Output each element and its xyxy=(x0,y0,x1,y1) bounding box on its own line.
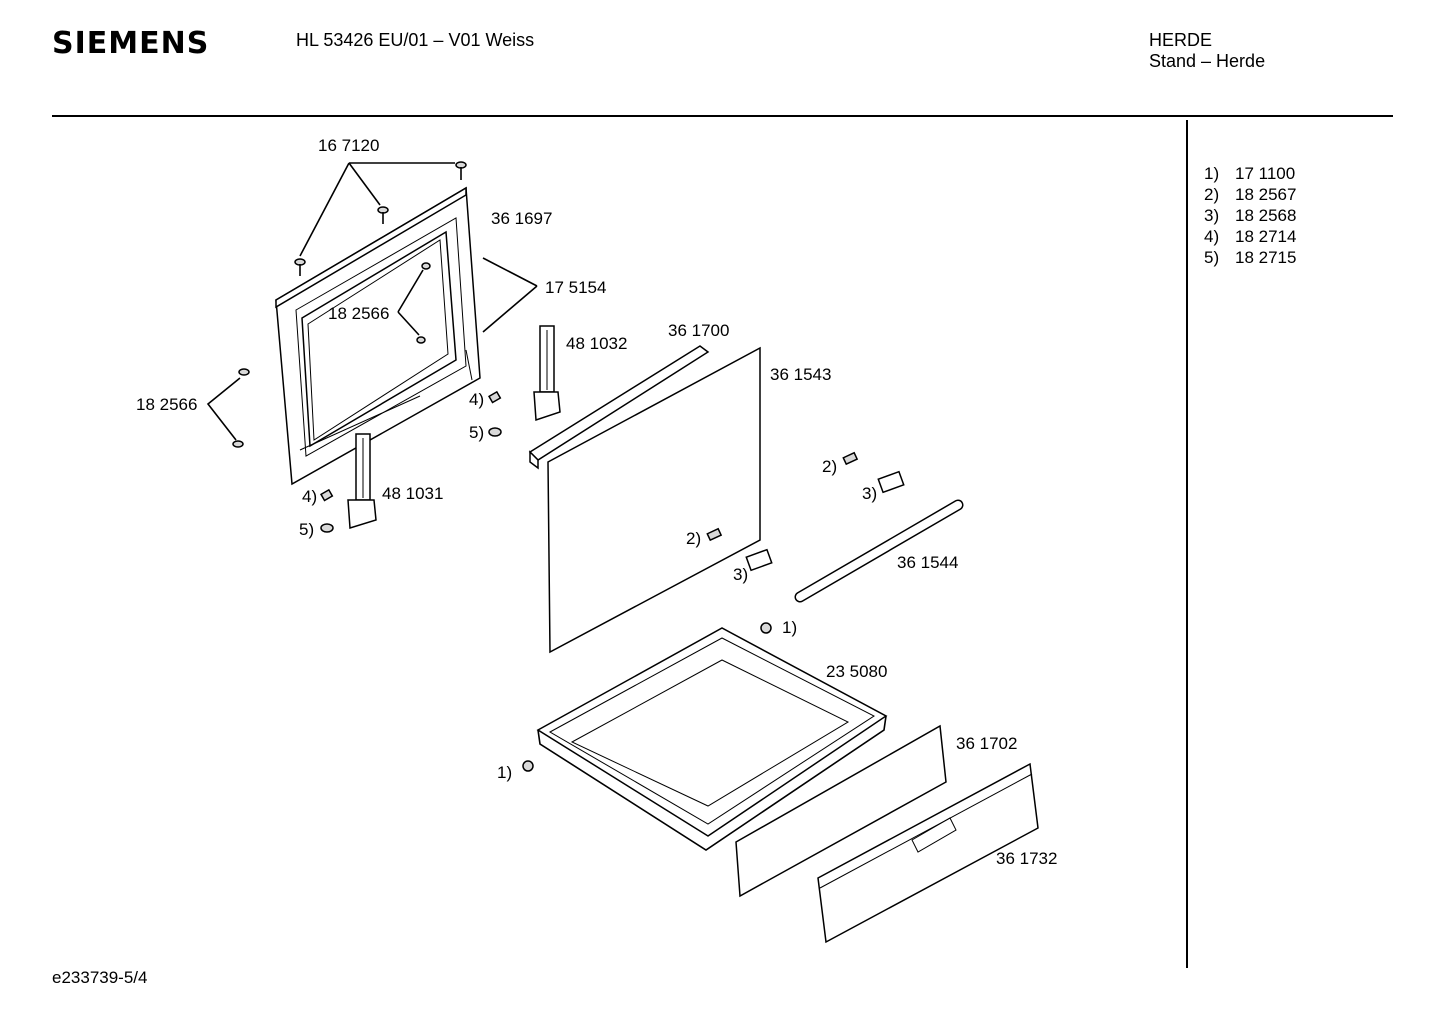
drawer-panel xyxy=(735,724,947,898)
ref-label: 2) xyxy=(686,529,701,548)
hinge-icon xyxy=(533,325,561,422)
label-drawer-front: 36 1732 xyxy=(996,849,1057,868)
legend-key: 5) xyxy=(1204,248,1220,267)
drawer-front xyxy=(817,762,1039,944)
block-icon xyxy=(706,451,905,572)
label-screws-inner: 18 2566 xyxy=(328,304,389,323)
label-rail: 36 1700 xyxy=(668,321,729,340)
legend-key: 3) xyxy=(1204,206,1220,225)
glass-panel xyxy=(547,346,761,654)
ref-label: 2) xyxy=(822,457,837,476)
rod-icon xyxy=(794,499,964,603)
bumper-icon xyxy=(522,622,772,772)
legend-key: 2) xyxy=(1204,185,1220,204)
category-subtitle: Stand – Herde xyxy=(1149,51,1266,71)
legend-row: 1) 17 1100 xyxy=(1204,163,1296,184)
tray xyxy=(536,627,888,851)
label-screws-top: 16 7120 xyxy=(318,136,379,155)
ref-label: 5) xyxy=(469,423,484,442)
label-glass: 36 1543 xyxy=(770,365,831,384)
ref-label: 4) xyxy=(302,487,317,506)
legend-value: 18 2714 xyxy=(1235,227,1297,246)
legend-row: 3) 18 2568 xyxy=(1204,205,1296,226)
header-divider xyxy=(52,115,1393,117)
document-id: e233739-5/4 xyxy=(52,968,148,987)
brand-logo: SIEMENS xyxy=(52,26,210,61)
legend-key: 1) xyxy=(1204,164,1220,183)
legend-row: 4) 18 2714 xyxy=(1204,226,1296,247)
label-rod: 36 1544 xyxy=(897,553,958,572)
legend-value: 17 1100 xyxy=(1235,164,1296,183)
label-door-frame: 36 1697 xyxy=(491,209,552,228)
rail-icon xyxy=(528,345,710,470)
ref-label: 5) xyxy=(299,520,314,539)
legend-value: 18 2715 xyxy=(1235,248,1297,267)
label-tray: 23 5080 xyxy=(826,662,887,681)
legend-row: 2) 18 2567 xyxy=(1204,184,1296,205)
legend-row: 5) 18 2715 xyxy=(1204,247,1296,268)
legend-value: 18 2568 xyxy=(1235,206,1297,225)
ref-label: 3) xyxy=(862,484,877,503)
legend-value: 18 2567 xyxy=(1235,185,1297,204)
ref-label: 1) xyxy=(782,618,797,637)
parts-legend: 1)17 1100 2)18 2567 3)18 2568 4)18 2714 … xyxy=(1204,163,1296,268)
label-clips: 17 5154 xyxy=(545,278,606,297)
model-title: HL 53426 EU/01 – V01 Weiss xyxy=(296,30,535,50)
category-title: HERDE xyxy=(1149,30,1213,50)
legend-divider xyxy=(1186,120,1188,968)
label-screws-left: 18 2566 xyxy=(136,395,197,414)
label-hinge-left: 48 1031 xyxy=(382,484,443,503)
screw-icon xyxy=(416,262,431,344)
screw-icon xyxy=(294,161,467,276)
ref-label: 1) xyxy=(497,763,512,782)
legend-key: 4) xyxy=(1204,227,1220,246)
clip-icon xyxy=(320,390,502,533)
label-drawer-panel: 36 1702 xyxy=(956,734,1017,753)
ref-label: 3) xyxy=(733,565,748,584)
screw-icon xyxy=(232,368,250,448)
ref-label: 4) xyxy=(469,390,484,409)
door-frame xyxy=(275,186,481,486)
label-hinge-right: 48 1032 xyxy=(566,334,627,353)
hinge-icon xyxy=(347,433,377,529)
